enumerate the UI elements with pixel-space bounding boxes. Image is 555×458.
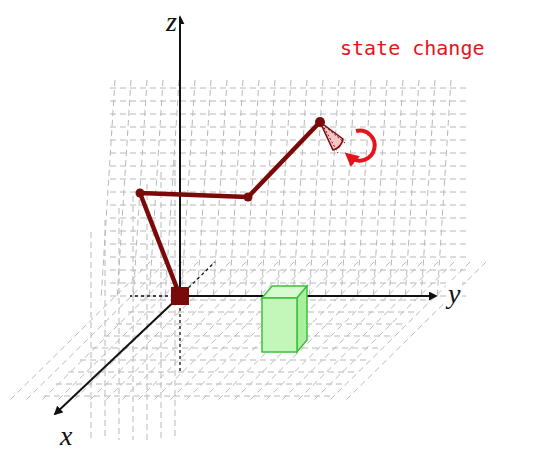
- grid-line: [133, 80, 147, 300]
- grid-line: [116, 324, 406, 325]
- grid-line: [181, 80, 195, 300]
- annotation-text: state change: [338, 37, 487, 59]
- grid-line: [110, 244, 470, 245]
- grid-line: [314, 262, 454, 400]
- grid-line: [110, 140, 470, 141]
- grid-line: [421, 80, 435, 300]
- grid-line: [186, 262, 326, 400]
- grid-line: [68, 372, 358, 373]
- grid-line: [373, 80, 387, 300]
- grid-line: [110, 88, 470, 89]
- grid-line: [92, 348, 382, 349]
- grid-line: [437, 80, 451, 300]
- grid-line: [197, 80, 211, 300]
- grid-line: [293, 80, 307, 300]
- grid-line: [101, 80, 115, 300]
- grid-line: [117, 80, 131, 300]
- target-box: [262, 286, 307, 352]
- grid-line: [119, 208, 120, 440]
- grid-line: [298, 262, 438, 400]
- axis-label: x: [58, 422, 74, 450]
- grid-line: [110, 179, 470, 180]
- grid-line: [133, 196, 134, 440]
- grid-line: [250, 262, 390, 400]
- grid-line: [110, 114, 470, 115]
- grid-line: [341, 80, 355, 300]
- coordinate-axes: [55, 17, 436, 414]
- grid-line: [389, 80, 403, 300]
- grid-line: [309, 80, 323, 300]
- grid-line: [330, 262, 470, 400]
- grid-line: [147, 184, 148, 440]
- grid-line: [110, 218, 470, 219]
- grid-line: [44, 396, 334, 397]
- grid-line: [91, 232, 92, 440]
- grid-line: [218, 262, 358, 400]
- grid-line: [56, 384, 346, 385]
- grid-line: [110, 205, 470, 206]
- grid-line: [110, 101, 470, 102]
- grid-line: [110, 231, 470, 232]
- grid-line: [110, 166, 470, 167]
- grid-line: [110, 127, 470, 128]
- grid-line: [346, 262, 486, 400]
- grid-line: [213, 80, 227, 300]
- grid-line: [277, 80, 291, 300]
- grid-line: [80, 360, 370, 361]
- grid-line: [138, 262, 278, 400]
- robot-arm: [136, 117, 346, 305]
- grid-line: [161, 172, 162, 440]
- rotation-arrow: [350, 131, 375, 161]
- axis-label: y: [446, 280, 462, 308]
- grid-line: [261, 80, 275, 300]
- grid-line: [229, 80, 243, 300]
- grid-line: [325, 80, 339, 300]
- grid-line: [10, 262, 150, 400]
- grid-line: [202, 262, 342, 400]
- grid-line: [357, 80, 371, 300]
- grid-line: [405, 80, 419, 300]
- grid-line: [170, 262, 310, 400]
- grid-line: [90, 262, 230, 400]
- workspace-grid: [10, 80, 486, 440]
- grid-line: [26, 262, 166, 400]
- grid-line: [282, 262, 422, 400]
- grid-line: [234, 262, 374, 400]
- grid-line: [110, 270, 470, 271]
- grid-line: [105, 220, 106, 440]
- axis-label: z: [164, 8, 179, 36]
